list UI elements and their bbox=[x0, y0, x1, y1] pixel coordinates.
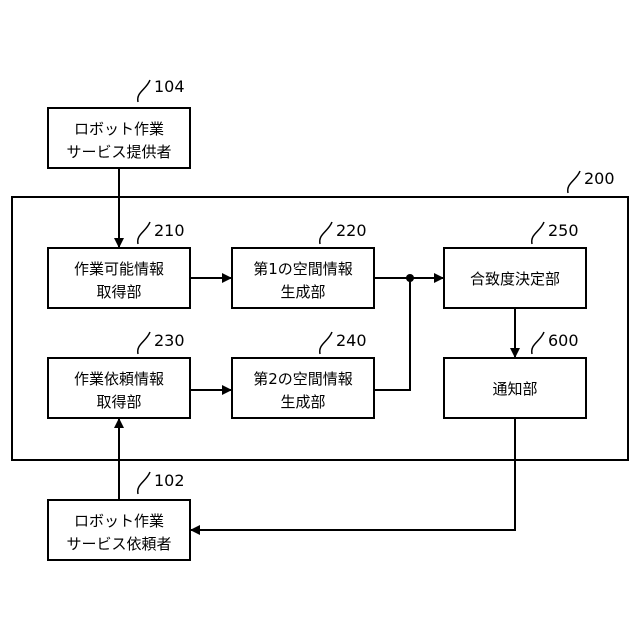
system-frame bbox=[12, 197, 628, 460]
work-request-label-1: 作業依頼情報 bbox=[74, 370, 164, 388]
service-requester-label-2: サービス依頼者 bbox=[66, 535, 171, 553]
work-capability-label-2: 取得部 bbox=[96, 283, 141, 301]
work-capability-label-1: 作業可能情報 bbox=[74, 260, 164, 278]
service-requester-label-1: ロボット作業 bbox=[74, 512, 164, 530]
space-info-2-label-2: 生成部 bbox=[280, 393, 325, 411]
work-request-label-2: 取得部 bbox=[96, 393, 141, 411]
service-provider-label-2: サービス提供者 bbox=[66, 143, 171, 161]
space-info-2-label-1: 第2の空間情報 bbox=[253, 370, 353, 388]
space-info-1-label-1: 第1の空間情報 bbox=[253, 260, 353, 278]
leader-102 bbox=[138, 472, 150, 494]
ref-104: 104 bbox=[154, 77, 185, 96]
ref-230: 230 bbox=[154, 331, 185, 350]
leader-104 bbox=[138, 80, 150, 102]
ref-220: 220 bbox=[336, 221, 367, 240]
ref-250: 250 bbox=[548, 221, 579, 240]
ref-102: 102 bbox=[154, 471, 185, 490]
ref-600: 600 bbox=[548, 331, 579, 350]
leader-200 bbox=[568, 171, 580, 193]
ref-210: 210 bbox=[154, 221, 185, 240]
service-provider-label-1: ロボット作業 bbox=[74, 120, 164, 138]
ref-200: 200 bbox=[584, 169, 615, 188]
junction-dot bbox=[406, 274, 414, 282]
space-info-1-label-2: 生成部 bbox=[280, 283, 325, 301]
ref-240: 240 bbox=[336, 331, 367, 350]
notification-label: 通知部 bbox=[492, 380, 537, 398]
match-degree-label: 合致度決定部 bbox=[470, 270, 560, 288]
